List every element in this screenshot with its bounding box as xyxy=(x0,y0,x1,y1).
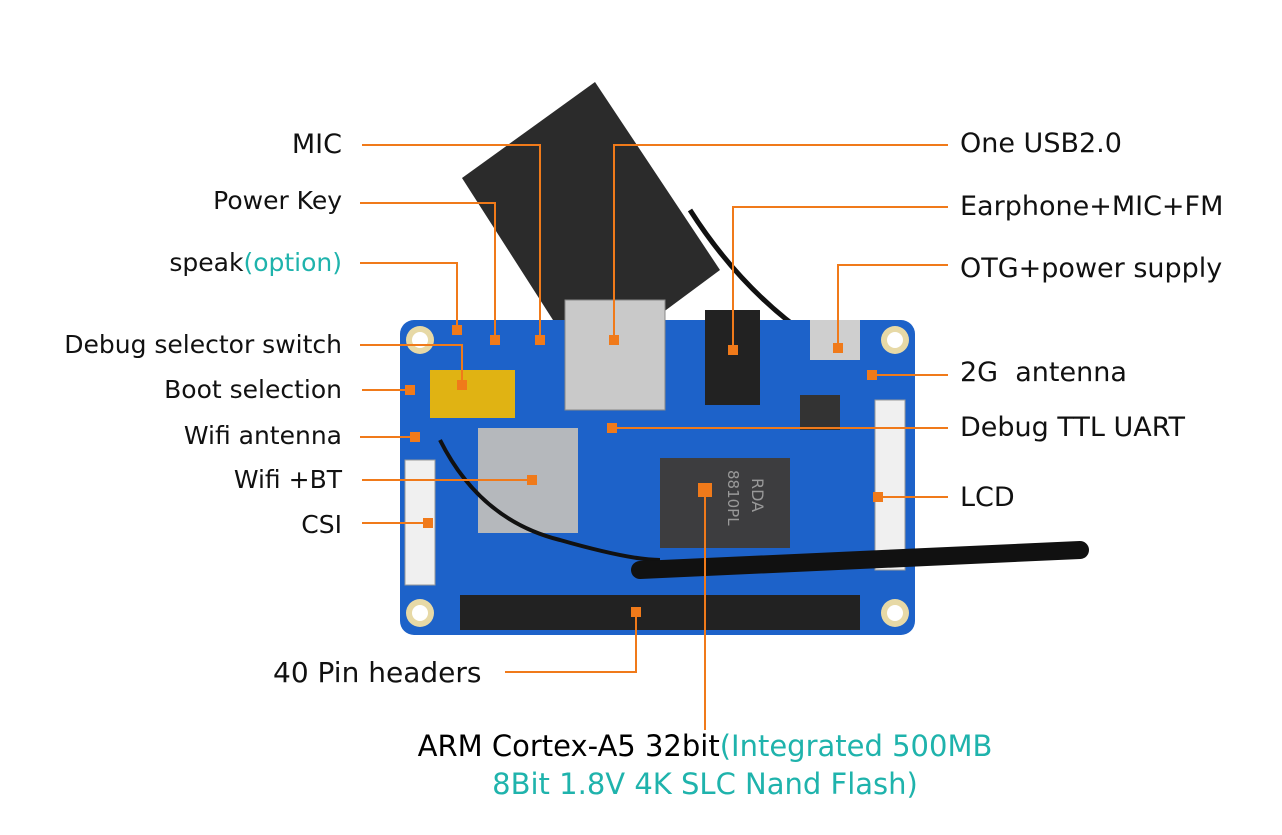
chip-brand: RDA xyxy=(748,478,767,512)
label-speak-text: speak xyxy=(169,248,244,277)
cpu-note-2: 8Bit 1.8V 4K SLC Nand Flash) xyxy=(492,767,918,801)
chip-model: 8810PL xyxy=(724,470,742,526)
label-usb: One USB2.0 xyxy=(960,128,1122,159)
label-boot-selection: Boot selection xyxy=(164,375,342,404)
label-otg: OTG+power supply xyxy=(960,253,1223,284)
label-speak: speak(option) xyxy=(169,250,342,275)
label-wifi-bt: Wifi +BT xyxy=(233,465,342,494)
label-csi: CSI xyxy=(301,510,342,539)
leader-lines xyxy=(360,144,948,730)
label-mic: MIC xyxy=(291,129,342,160)
label-earphone: Earphone+MIC+FM xyxy=(960,191,1224,222)
soc-chip xyxy=(660,458,790,548)
cpu-note-1: (Integrated 500MB xyxy=(719,729,993,763)
pin-header xyxy=(460,595,860,630)
label-debug-selector: Debug selector switch xyxy=(64,330,342,359)
label-cpu: ARM Cortex-A5 32bit(Integrated 500MB 8Bi… xyxy=(300,727,1110,803)
label-lcd: LCD xyxy=(960,482,1015,513)
label-2g-antenna: 2G antenna xyxy=(960,357,1127,388)
wifi-antenna-cable xyxy=(631,541,1089,579)
label-40pin: 40 Pin headers xyxy=(273,656,482,689)
lcd-connector xyxy=(874,399,906,571)
leader-markers xyxy=(405,325,883,617)
dip-switch xyxy=(430,370,515,418)
label-power-key: Power Key xyxy=(213,186,342,215)
cpu-name: ARM Cortex-A5 32bit xyxy=(417,729,720,763)
micro-usb xyxy=(810,320,860,360)
label-wifi-antenna: Wifi antenna xyxy=(183,421,342,450)
inductor xyxy=(800,395,840,430)
label-debug-uart: Debug TTL UART xyxy=(960,412,1186,443)
label-speak-note: (option) xyxy=(243,248,342,277)
